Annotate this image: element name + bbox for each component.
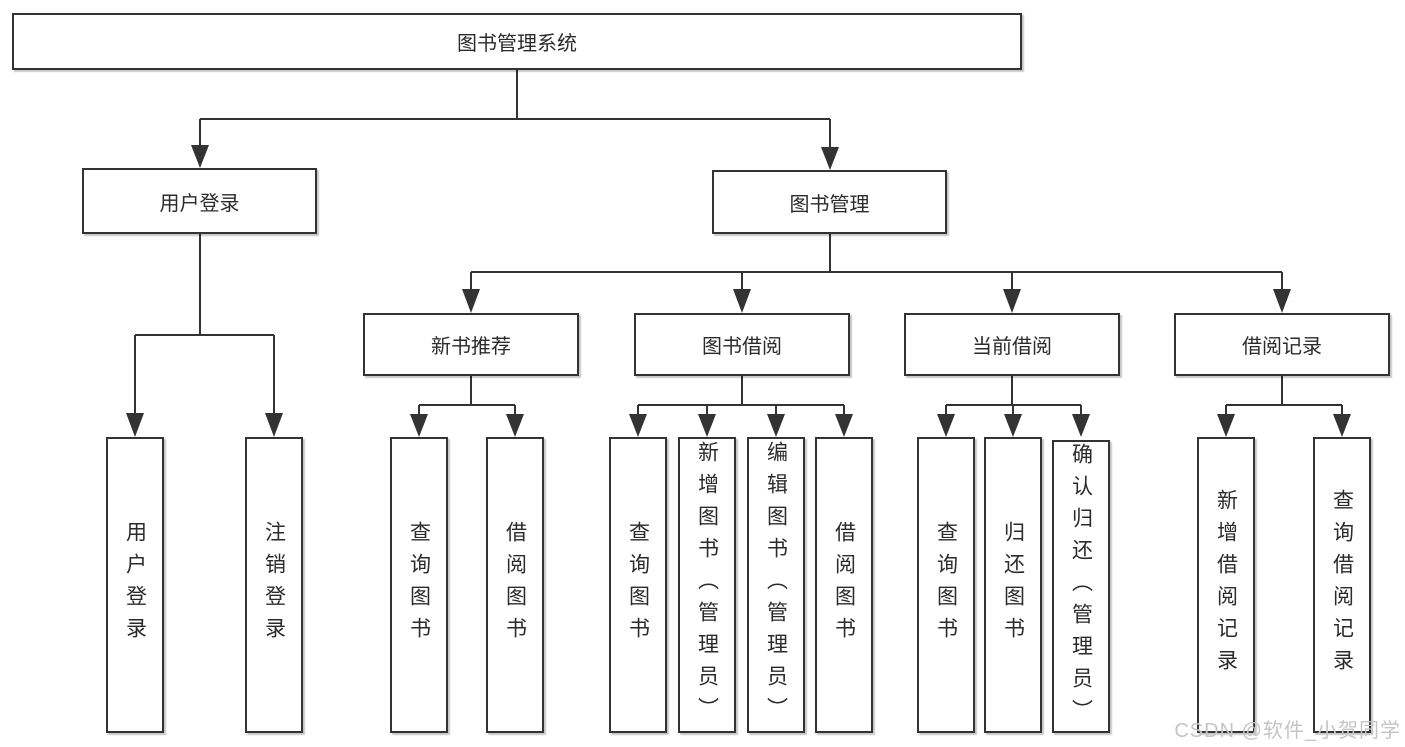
node-leaf-add-borrow-record: 新增借阅记录	[1197, 437, 1255, 733]
node-leaf-confirm-return-admin: 确认归还（管理员）	[1052, 440, 1110, 733]
node-label: 用户登录	[123, 521, 147, 649]
node-library-management-system: 图书管理系统	[12, 13, 1022, 70]
node-label: 借阅图书	[503, 521, 527, 649]
node-label: 确认归还（管理员）	[1069, 442, 1093, 731]
node-leaf-edit-books-admin: 编辑图书（管理员）	[747, 437, 805, 733]
node-label: 当前借阅	[972, 336, 1052, 358]
node-book-management-module: 图书管理	[712, 170, 947, 234]
node-label: 新增图书（管理员）	[695, 441, 719, 729]
node-leaf-borrow-books-recommend: 借阅图书	[486, 437, 544, 733]
watermark: CSDN @软件_小贺同学	[1174, 720, 1401, 742]
node-user-login-module: 用户登录	[82, 168, 317, 234]
node-borrowing-records: 借阅记录	[1174, 313, 1390, 376]
node-label: 注销登录	[262, 521, 286, 649]
node-label: 查询借阅记录	[1330, 489, 1354, 681]
node-book-borrowing: 图书借阅	[634, 313, 850, 376]
node-label: 借阅图书	[832, 521, 856, 649]
node-label: 图书借阅	[702, 336, 782, 358]
node-label: 编辑图书（管理员）	[764, 441, 788, 729]
node-leaf-user-login: 用户登录	[106, 437, 164, 733]
node-label: 查询图书	[934, 521, 958, 649]
node-leaf-query-books-recommend: 查询图书	[390, 437, 448, 733]
node-leaf-query-books-borrow: 查询图书	[609, 437, 667, 733]
node-label: 查询图书	[626, 521, 650, 649]
node-leaf-query-books-current: 查询图书	[917, 437, 975, 733]
node-leaf-logout: 注销登录	[245, 437, 303, 733]
node-leaf-add-books-admin: 新增图书（管理员）	[678, 437, 736, 733]
node-current-borrowing: 当前借阅	[904, 313, 1120, 376]
node-leaf-borrow-books: 借阅图书	[815, 437, 873, 733]
node-new-book-recommendation: 新书推荐	[363, 313, 579, 376]
node-label: 图书管理	[789, 193, 870, 216]
node-label: 归还图书	[1001, 521, 1025, 649]
node-leaf-query-borrow-record: 查询借阅记录	[1313, 437, 1371, 733]
node-label: 图书管理系统	[457, 33, 577, 55]
arrowheads	[126, 145, 1351, 437]
node-label: 新书推荐	[431, 336, 511, 358]
node-label: 新增借阅记录	[1214, 489, 1238, 681]
node-label: 用户登录	[159, 192, 240, 215]
node-leaf-return-books: 归还图书	[984, 437, 1042, 733]
node-label: 借阅记录	[1242, 336, 1322, 358]
node-label: 查询图书	[407, 521, 431, 649]
